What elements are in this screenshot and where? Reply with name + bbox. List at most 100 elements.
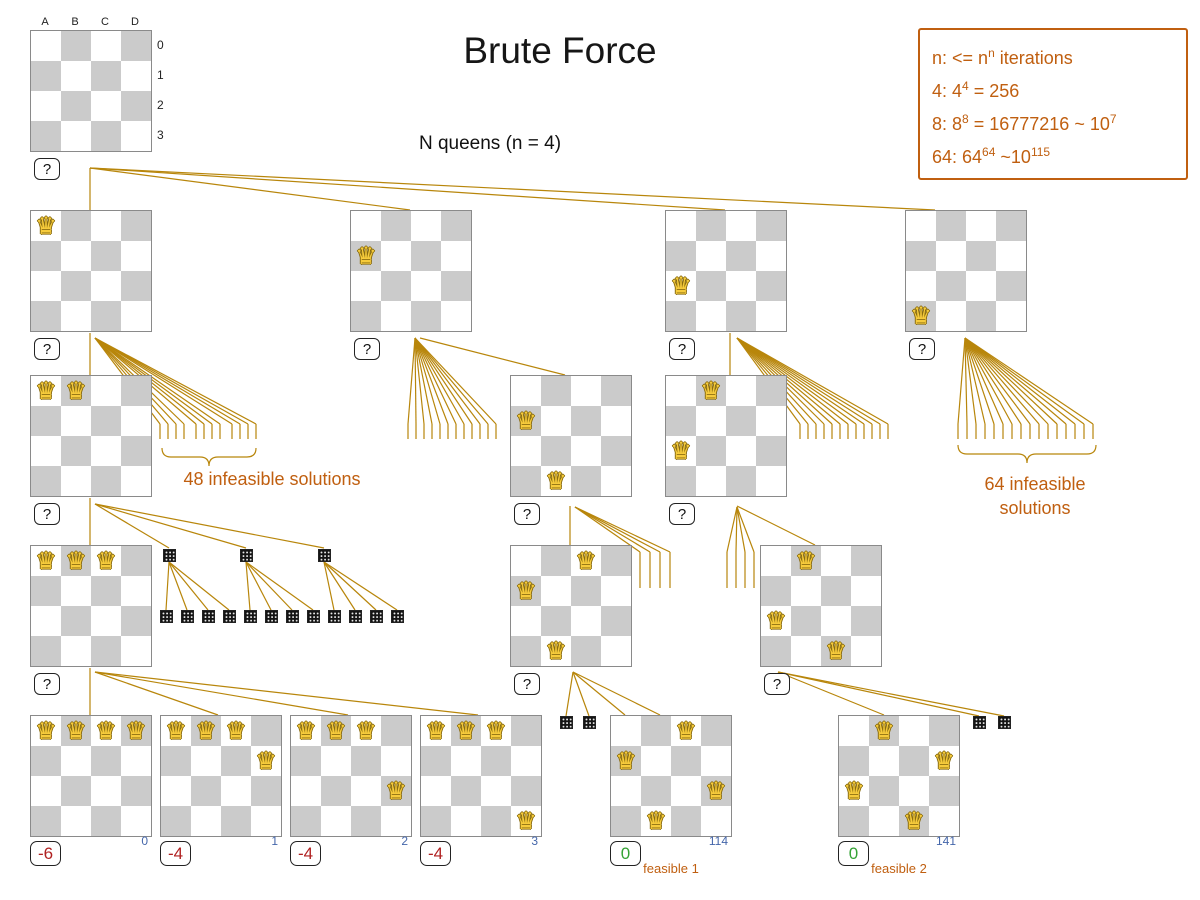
board-cell (291, 746, 321, 776)
diagram-subtitle: N queens (n = 4) (418, 133, 562, 154)
board-cell (91, 436, 121, 466)
pruned-branch-line (964, 337, 1031, 425)
board-cell: ♛ (351, 716, 381, 746)
unknown-score-badge: ? (34, 503, 60, 525)
tree-edge (94, 671, 219, 716)
board-cell (696, 436, 726, 466)
tree-edge (572, 671, 626, 716)
tree-edge (419, 337, 566, 376)
board-cell (351, 301, 381, 331)
board-cell (966, 271, 996, 301)
tree-edge (245, 561, 314, 611)
board-cell (869, 806, 899, 836)
queen-icon: ♛ (545, 637, 567, 665)
pruned-branch-line (574, 506, 661, 553)
board-cell (906, 211, 936, 241)
board-cell (571, 376, 601, 406)
board-cell (571, 466, 601, 496)
board-cell (121, 91, 151, 121)
board-cell (936, 271, 966, 301)
queen-icon: ♛ (795, 547, 817, 575)
column-label: B (71, 16, 79, 28)
board-cell (91, 91, 121, 121)
chessboard-leaf-0: ♛♛♛♛ (30, 715, 152, 837)
tree-edge (572, 671, 590, 717)
tree-edge (89, 167, 936, 211)
pruned-branch-line (964, 337, 1049, 425)
pruned-branch-line (414, 337, 417, 425)
unknown-score-badge: ? (764, 673, 790, 695)
score-badge: -4 (420, 841, 452, 866)
board-cell (411, 271, 441, 301)
board-cell: ♛ (541, 466, 571, 496)
pruned-branch-line (964, 337, 1085, 425)
solution-index: 0 (141, 834, 148, 848)
board-cell (61, 436, 91, 466)
board-cell (351, 271, 381, 301)
board-cell (91, 776, 121, 806)
board-cell (481, 776, 511, 806)
score-badge: 0 (610, 841, 641, 866)
board-cell (191, 746, 221, 776)
tree-edge (777, 671, 885, 716)
info-line: 4: 44 = 256 (932, 72, 1174, 105)
board-cell (571, 406, 601, 436)
board-cell (899, 746, 929, 776)
board-cell (351, 776, 381, 806)
pruned-branch-line (414, 337, 481, 425)
board-cell (291, 776, 321, 806)
pruned-subtree-icon (181, 610, 194, 623)
pruned-branch-line (736, 337, 857, 425)
board-cell (61, 576, 91, 606)
info-text: = 16777216 ~ 10 (968, 114, 1110, 134)
column-label: A (41, 16, 49, 28)
board-cell (251, 716, 281, 746)
board-cell (121, 746, 151, 776)
board-cell: ♛ (91, 716, 121, 746)
score-badge: -4 (290, 841, 322, 866)
info-text: n: <= n (932, 48, 989, 68)
pruned-branch-line (94, 337, 221, 425)
queen-icon: ♛ (35, 212, 57, 240)
board-cell (726, 301, 756, 331)
queen-icon: ♛ (65, 377, 87, 405)
pruned-branch-line (94, 337, 233, 425)
board-cell: ♛ (61, 716, 91, 746)
board-cell (121, 121, 151, 151)
board-cell (511, 466, 541, 496)
board-cell (61, 636, 91, 666)
solution-index: 141 (935, 834, 956, 848)
board-cell (351, 746, 381, 776)
board-cell (61, 606, 91, 636)
board-cell (31, 406, 61, 436)
tree-edge (572, 671, 661, 716)
board-cell (31, 576, 61, 606)
board-cell (161, 746, 191, 776)
board-cell (761, 576, 791, 606)
pruned-branch-line (94, 337, 249, 425)
board-cell (571, 576, 601, 606)
board-cell (996, 211, 1026, 241)
pruned-subtree-icon (391, 610, 404, 623)
board-cell (726, 406, 756, 436)
board-cell: ♛ (761, 606, 791, 636)
board-cell (121, 31, 151, 61)
info-text: iterations (994, 48, 1073, 68)
board-cell: ♛ (31, 376, 61, 406)
tree-edge (165, 561, 170, 611)
pruned-branch-line (736, 337, 841, 425)
pruned-subtree-icon (240, 549, 253, 562)
chessboard-a2b0c3: ♛♛♛ (760, 545, 882, 667)
board-cell (411, 211, 441, 241)
board-cell (421, 806, 451, 836)
board-cell (61, 31, 91, 61)
tree-edge (245, 561, 293, 611)
info-line: 64: 6464 ~10115 (932, 138, 1174, 171)
queen-icon: ♛ (670, 272, 692, 300)
board-cell (91, 466, 121, 496)
board-cell (906, 241, 936, 271)
chessboard-a1b3: ♛♛ (510, 375, 632, 497)
queen-icon: ♛ (700, 377, 722, 405)
board-cell (696, 271, 726, 301)
board-cell (666, 466, 696, 496)
